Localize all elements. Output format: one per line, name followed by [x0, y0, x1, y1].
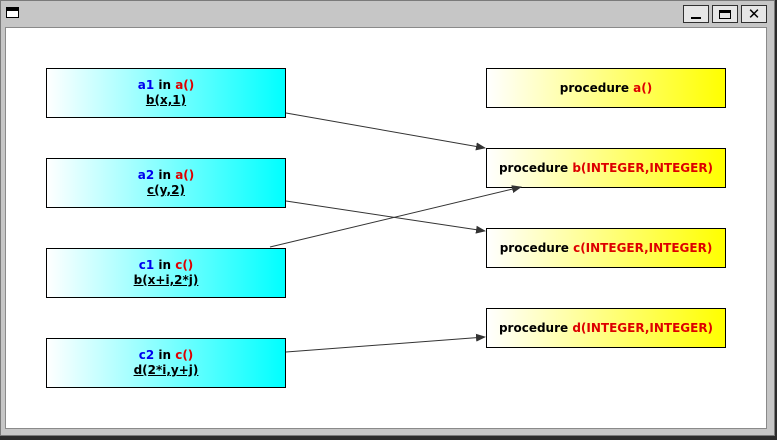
- procedure-signature: d(INTEGER,INTEGER): [572, 320, 714, 335]
- instance-call: c(y,2): [147, 183, 185, 197]
- instance-name: c1: [138, 258, 155, 272]
- title-bar[interactable]: ✕: [1, 1, 774, 27]
- link-a1-to-b: [285, 112, 486, 151]
- instance-node-c1[interactable]: c1 in c() b(x+i,2*j): [46, 248, 286, 298]
- procedure-keyword: procedure: [498, 320, 569, 335]
- instance-name: a1: [137, 78, 155, 92]
- minimize-icon: [691, 17, 701, 19]
- instance-in-label: in: [158, 348, 172, 362]
- procedure-label: procedure c(INTEGER,INTEGER): [500, 241, 713, 256]
- procedure-signature: c(INTEGER,INTEGER): [573, 240, 713, 255]
- instance-in-label: in: [158, 78, 172, 92]
- procedure-keyword: procedure: [559, 80, 629, 95]
- procedure-node-a[interactable]: procedure a(): [486, 68, 726, 108]
- instance-call: b(x,1): [145, 93, 187, 107]
- instance-node-a1[interactable]: a1 in a() b(x,1): [46, 68, 286, 118]
- instance-call: d(2*i,y+j): [133, 363, 199, 377]
- instance-scope: c(): [175, 348, 194, 362]
- maximize-icon: [719, 9, 731, 19]
- instance-node-c2[interactable]: c2 in c() d(2*i,y+j): [46, 338, 286, 388]
- procedure-node-d[interactable]: procedure d(INTEGER,INTEGER): [486, 308, 726, 348]
- maximize-button[interactable]: [712, 5, 738, 23]
- link-c1-to-b: [269, 185, 522, 248]
- instance-name: c2: [138, 348, 155, 362]
- minimize-button[interactable]: [683, 5, 709, 23]
- instance-in-label: in: [158, 258, 172, 272]
- instance-scope: a(): [175, 168, 195, 182]
- instance-title: c2 in c(): [139, 348, 194, 363]
- instance-in-label: in: [158, 168, 172, 182]
- close-icon: ✕: [747, 4, 761, 23]
- procedure-node-c[interactable]: procedure c(INTEGER,INTEGER): [486, 228, 726, 268]
- close-button[interactable]: ✕: [741, 5, 767, 23]
- procedure-node-b[interactable]: procedure b(INTEGER,INTEGER): [486, 148, 726, 188]
- instance-title: c1 in c(): [139, 258, 194, 273]
- instance-name: a2: [137, 168, 155, 182]
- window-menu-icon[interactable]: [6, 7, 19, 18]
- procedure-keyword: procedure: [499, 240, 569, 255]
- procedure-label: procedure d(INTEGER,INTEGER): [499, 321, 713, 336]
- link-a2-to-c: [285, 200, 486, 234]
- link-c2-to-d: [285, 333, 486, 353]
- procedure-label: procedure a(): [560, 81, 652, 96]
- procedure-keyword: procedure: [498, 160, 569, 175]
- procedure-signature: a(): [633, 80, 653, 95]
- instance-scope: a(): [175, 78, 195, 92]
- instance-title: a1 in a(): [138, 78, 195, 93]
- procedure-signature: b(INTEGER,INTEGER): [572, 160, 714, 175]
- instance-call: b(x+i,2*j): [133, 273, 199, 287]
- instance-scope: c(): [175, 258, 194, 272]
- procedure-label: procedure b(INTEGER,INTEGER): [499, 161, 713, 176]
- instance-title: a2 in a(): [138, 168, 195, 183]
- instance-node-a2[interactable]: a2 in a() c(y,2): [46, 158, 286, 208]
